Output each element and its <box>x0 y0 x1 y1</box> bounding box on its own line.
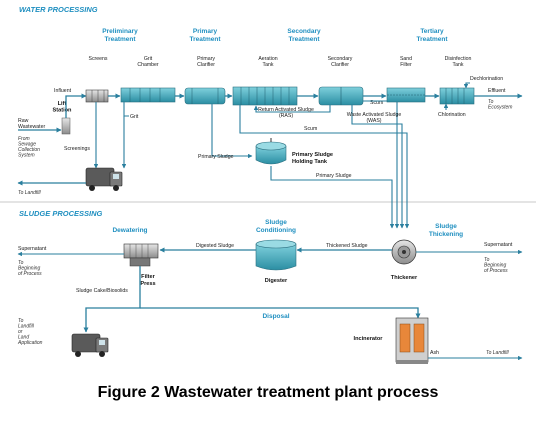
digester-label: Digester <box>265 278 288 284</box>
sludge-cake-pipe <box>83 266 141 333</box>
was-label: Waste Activated Sludge(WAS) <box>347 112 402 124</box>
grit-label: Grit <box>130 114 139 120</box>
thickened-sludge-label: Thickened Sludge <box>326 243 368 249</box>
scum-1-label: Scum <box>370 100 383 106</box>
thickener-label: Thickener <box>391 275 418 281</box>
dechlorination-label: Dechlorination <box>470 76 503 82</box>
chlorination-label: Chlorination <box>438 112 466 118</box>
digested-sludge-label: Digested Sludge <box>196 243 234 249</box>
disposal-heading: Disposal <box>262 313 289 320</box>
thickener-unit <box>391 239 417 265</box>
ras-pipe <box>253 105 331 113</box>
water-processing-heading: WATER PROCESSING <box>19 5 98 14</box>
grit-chamber-unit <box>120 87 176 103</box>
scum-line <box>239 105 410 229</box>
was-pipe <box>351 105 405 229</box>
ash-label: Ash <box>430 350 439 356</box>
primary-sludge-1-label: Primary Sludge <box>198 154 234 160</box>
filter-press-unit <box>123 243 159 267</box>
supernatant-right-label: Supernatant <box>484 242 513 248</box>
influent-label: Influent <box>54 88 72 94</box>
dump-truck-2-icon <box>71 333 109 357</box>
primary-clarifier-unit <box>184 87 226 105</box>
effluent-label: Effluent <box>488 88 506 94</box>
lift-station-pump <box>61 117 71 135</box>
screenings-label: Screenings <box>64 146 90 152</box>
figure-caption: Figure 2 Wastewater treatment plant proc… <box>97 384 439 401</box>
supernatant-left-label: Supernatant <box>18 246 47 252</box>
ras-label: Return Activated Sludge(RAS) <box>258 107 314 119</box>
scum-2-label: Scum <box>304 126 317 132</box>
screens-unit <box>85 89 109 103</box>
dewatering-heading: Dewatering <box>112 227 147 234</box>
incinerator-label: Incinerator <box>354 336 384 342</box>
incinerator-unit <box>395 317 429 364</box>
sludge-processing-heading: SLUDGE PROCESSING <box>19 209 103 218</box>
primary-sludge-2-label: Primary Sludge <box>316 173 352 179</box>
to-landfill-1-label: To Landfill <box>18 190 41 196</box>
primary-sludge-holding-tank <box>255 138 287 165</box>
influent-pipe <box>65 93 87 118</box>
screens-label: Screens <box>88 56 107 62</box>
digester-unit <box>255 239 297 271</box>
disposal-pipe <box>140 307 421 319</box>
sludge-cake-label: Sludge Cake/Biosolids <box>76 288 128 294</box>
primary-sludge-pipe <box>211 104 253 159</box>
to-landfill-2-label: To Landfill <box>486 350 509 356</box>
disinfection-tank-unit <box>439 87 475 105</box>
dump-truck-icon <box>85 167 123 191</box>
